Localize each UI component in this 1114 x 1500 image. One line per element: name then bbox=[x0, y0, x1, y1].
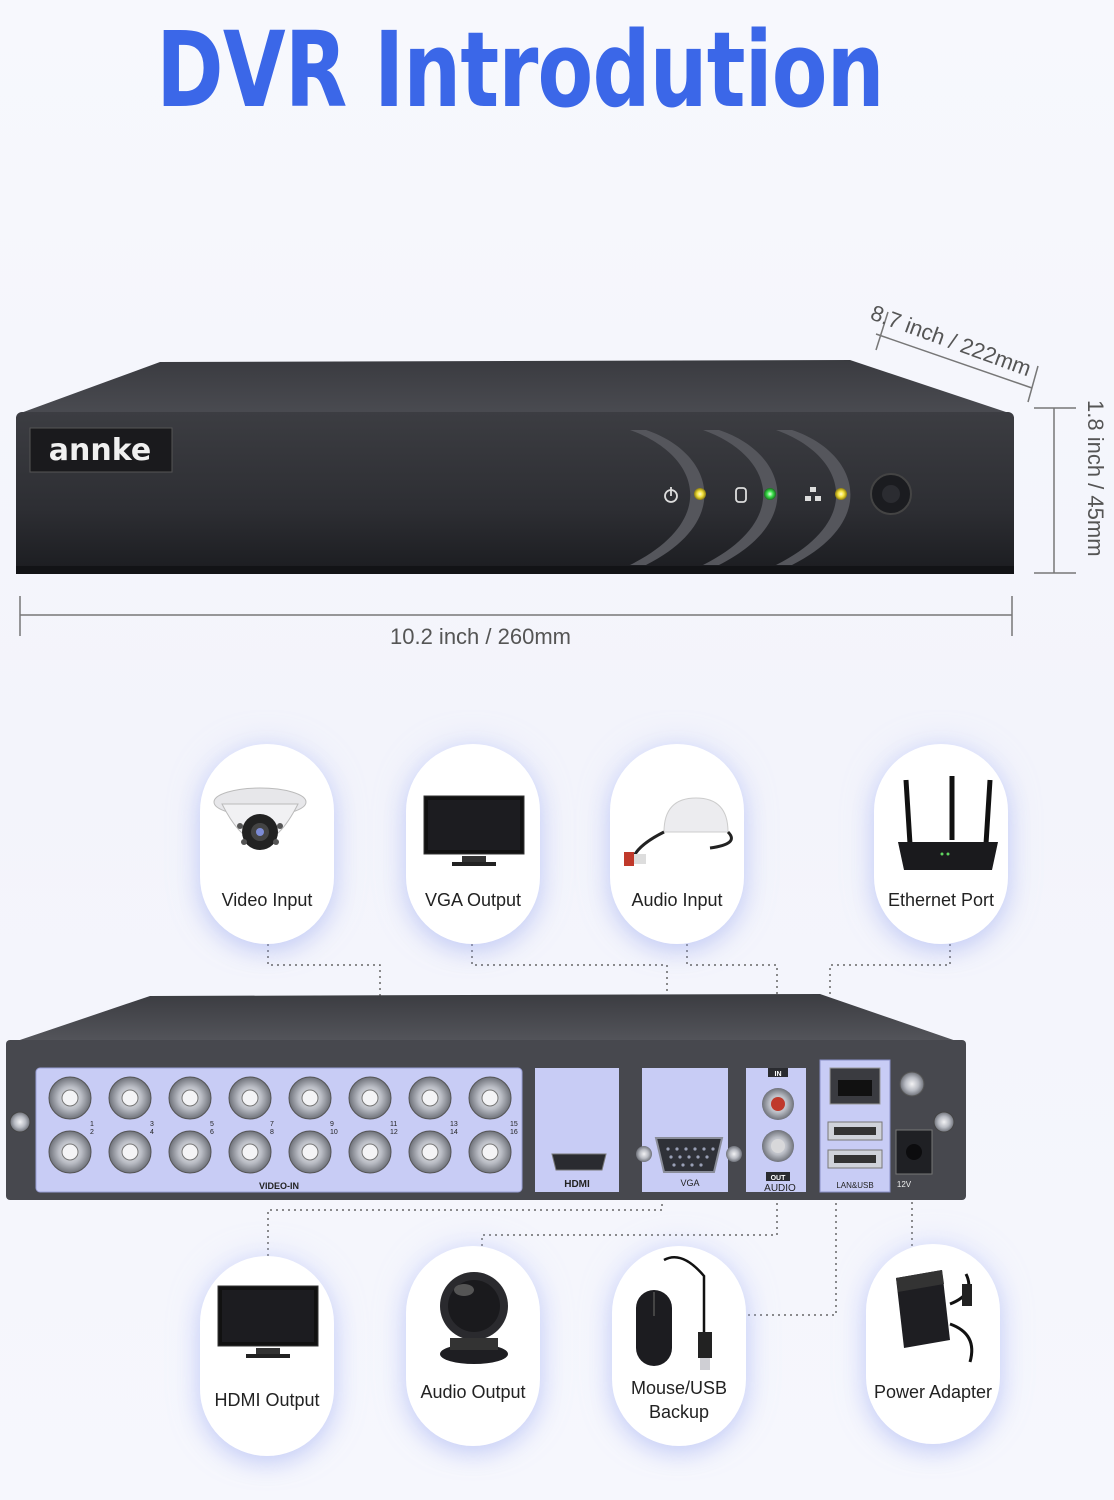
channel-number: 9 bbox=[330, 1121, 334, 1128]
mouse-icon bbox=[636, 1256, 712, 1370]
channel-number: 10 bbox=[330, 1129, 338, 1136]
ground-screw bbox=[899, 1071, 925, 1097]
lan-usb-label: LAN&USB bbox=[836, 1181, 873, 1190]
card-power-adapter: Power Adapter bbox=[866, 1244, 1000, 1444]
dvr-front-face bbox=[16, 412, 1014, 574]
card-ethernet-port: Ethernet Port bbox=[874, 744, 1008, 944]
hdmi-label: HDMI bbox=[564, 1179, 590, 1190]
hdd-icon bbox=[735, 487, 747, 503]
audio-label: AUDIO bbox=[764, 1183, 796, 1194]
dvr-front-view: annke bbox=[16, 311, 1076, 636]
bnc-pin bbox=[481, 1143, 499, 1161]
network-icon bbox=[805, 487, 821, 501]
bnc-pin bbox=[361, 1143, 379, 1161]
hdmi-port bbox=[551, 1153, 607, 1171]
channel-number: 16 bbox=[510, 1129, 518, 1136]
channel-number: 15 bbox=[510, 1121, 518, 1128]
video-in-label: VIDEO-IN bbox=[259, 1181, 299, 1191]
rear-top-surface bbox=[8, 994, 965, 1044]
card-audio-output: Audio Output bbox=[406, 1246, 540, 1446]
bnc-pin bbox=[301, 1089, 319, 1107]
card-mouse-usb-backup: Mouse/USB Backup bbox=[612, 1246, 746, 1446]
brand-logo: annke bbox=[49, 433, 151, 468]
card-label: VGA Output bbox=[424, 890, 522, 910]
brand-badge bbox=[29, 427, 173, 473]
left-screw bbox=[9, 1111, 31, 1133]
power-label: 12V bbox=[897, 1180, 912, 1189]
audio-in-label: IN bbox=[775, 1071, 782, 1078]
right-screw bbox=[933, 1111, 955, 1133]
front-rib-2 bbox=[703, 430, 778, 565]
power-icon bbox=[664, 487, 678, 503]
card-audio-input: Audio Input bbox=[610, 744, 744, 944]
bnc-pin bbox=[301, 1143, 319, 1161]
hdmi-panel bbox=[535, 1068, 619, 1192]
bnc-pin bbox=[181, 1143, 199, 1161]
card-label: Mouse/USB Backup bbox=[630, 1378, 728, 1422]
dimension-lines bbox=[19, 311, 1076, 636]
card-label: Power Adapter bbox=[873, 1382, 993, 1402]
card-label: HDMI Output bbox=[214, 1390, 320, 1410]
bnc-pin bbox=[121, 1143, 139, 1161]
card-video-input: Video Input bbox=[200, 744, 334, 944]
dvr-top-surface bbox=[18, 360, 1012, 414]
microphone-icon bbox=[624, 797, 733, 866]
front-rib-3 bbox=[776, 430, 851, 565]
bnc-pin bbox=[481, 1089, 499, 1107]
monitor-icon bbox=[423, 795, 525, 866]
card-label: Audio Input bbox=[631, 890, 723, 910]
width-dimension-label: 10.2 inch / 260mm bbox=[390, 624, 571, 649]
card-vga-output: VGA Output bbox=[406, 744, 540, 944]
bnc-pin bbox=[61, 1089, 79, 1107]
speaker-icon bbox=[440, 1272, 508, 1364]
channel-number: 3 bbox=[150, 1121, 154, 1128]
hdd-led bbox=[764, 488, 776, 500]
channel-number: 11 bbox=[390, 1121, 397, 1128]
bnc-pin bbox=[361, 1089, 379, 1107]
card-label: Video Input bbox=[221, 890, 313, 910]
channel-number: 13 bbox=[450, 1121, 458, 1128]
vga-panel bbox=[642, 1068, 728, 1192]
page-title: DVR Introdution bbox=[156, 9, 884, 131]
video-in-panel bbox=[35, 1067, 523, 1193]
router-icon bbox=[898, 776, 998, 870]
network-led bbox=[835, 488, 847, 500]
bnc-pin bbox=[61, 1143, 79, 1161]
vga-label: VGA bbox=[680, 1178, 699, 1188]
bnc-pin bbox=[241, 1089, 259, 1107]
channel-number: 6 bbox=[210, 1129, 214, 1136]
front-rib-1 bbox=[630, 430, 705, 565]
bnc-pin bbox=[181, 1089, 199, 1107]
channel-number: 5 bbox=[210, 1121, 214, 1128]
card-hdmi-output: HDMI Output bbox=[200, 1256, 334, 1456]
channel-number: 12 bbox=[390, 1129, 398, 1136]
channel-number: 1 bbox=[90, 1121, 94, 1128]
card-label: Ethernet Port bbox=[887, 890, 995, 910]
bnc-pin bbox=[121, 1089, 139, 1107]
channel-number: 8 bbox=[270, 1129, 274, 1136]
channel-number: 4 bbox=[150, 1129, 154, 1136]
audio-out-label: OUT bbox=[771, 1175, 787, 1182]
channel-number: 7 bbox=[270, 1121, 274, 1128]
card-label: Audio Output bbox=[420, 1382, 526, 1402]
bnc-pin bbox=[421, 1089, 439, 1107]
monitor-icon bbox=[217, 1285, 319, 1358]
channel-number: 2 bbox=[90, 1129, 94, 1136]
bnc-pin bbox=[421, 1143, 439, 1161]
vga-port bbox=[654, 1137, 724, 1173]
channel-number: 14 bbox=[450, 1129, 458, 1136]
power-led bbox=[694, 488, 706, 500]
dome-camera-icon bbox=[213, 787, 307, 850]
power-adapter-icon bbox=[896, 1270, 974, 1363]
bnc-pin bbox=[241, 1143, 259, 1161]
